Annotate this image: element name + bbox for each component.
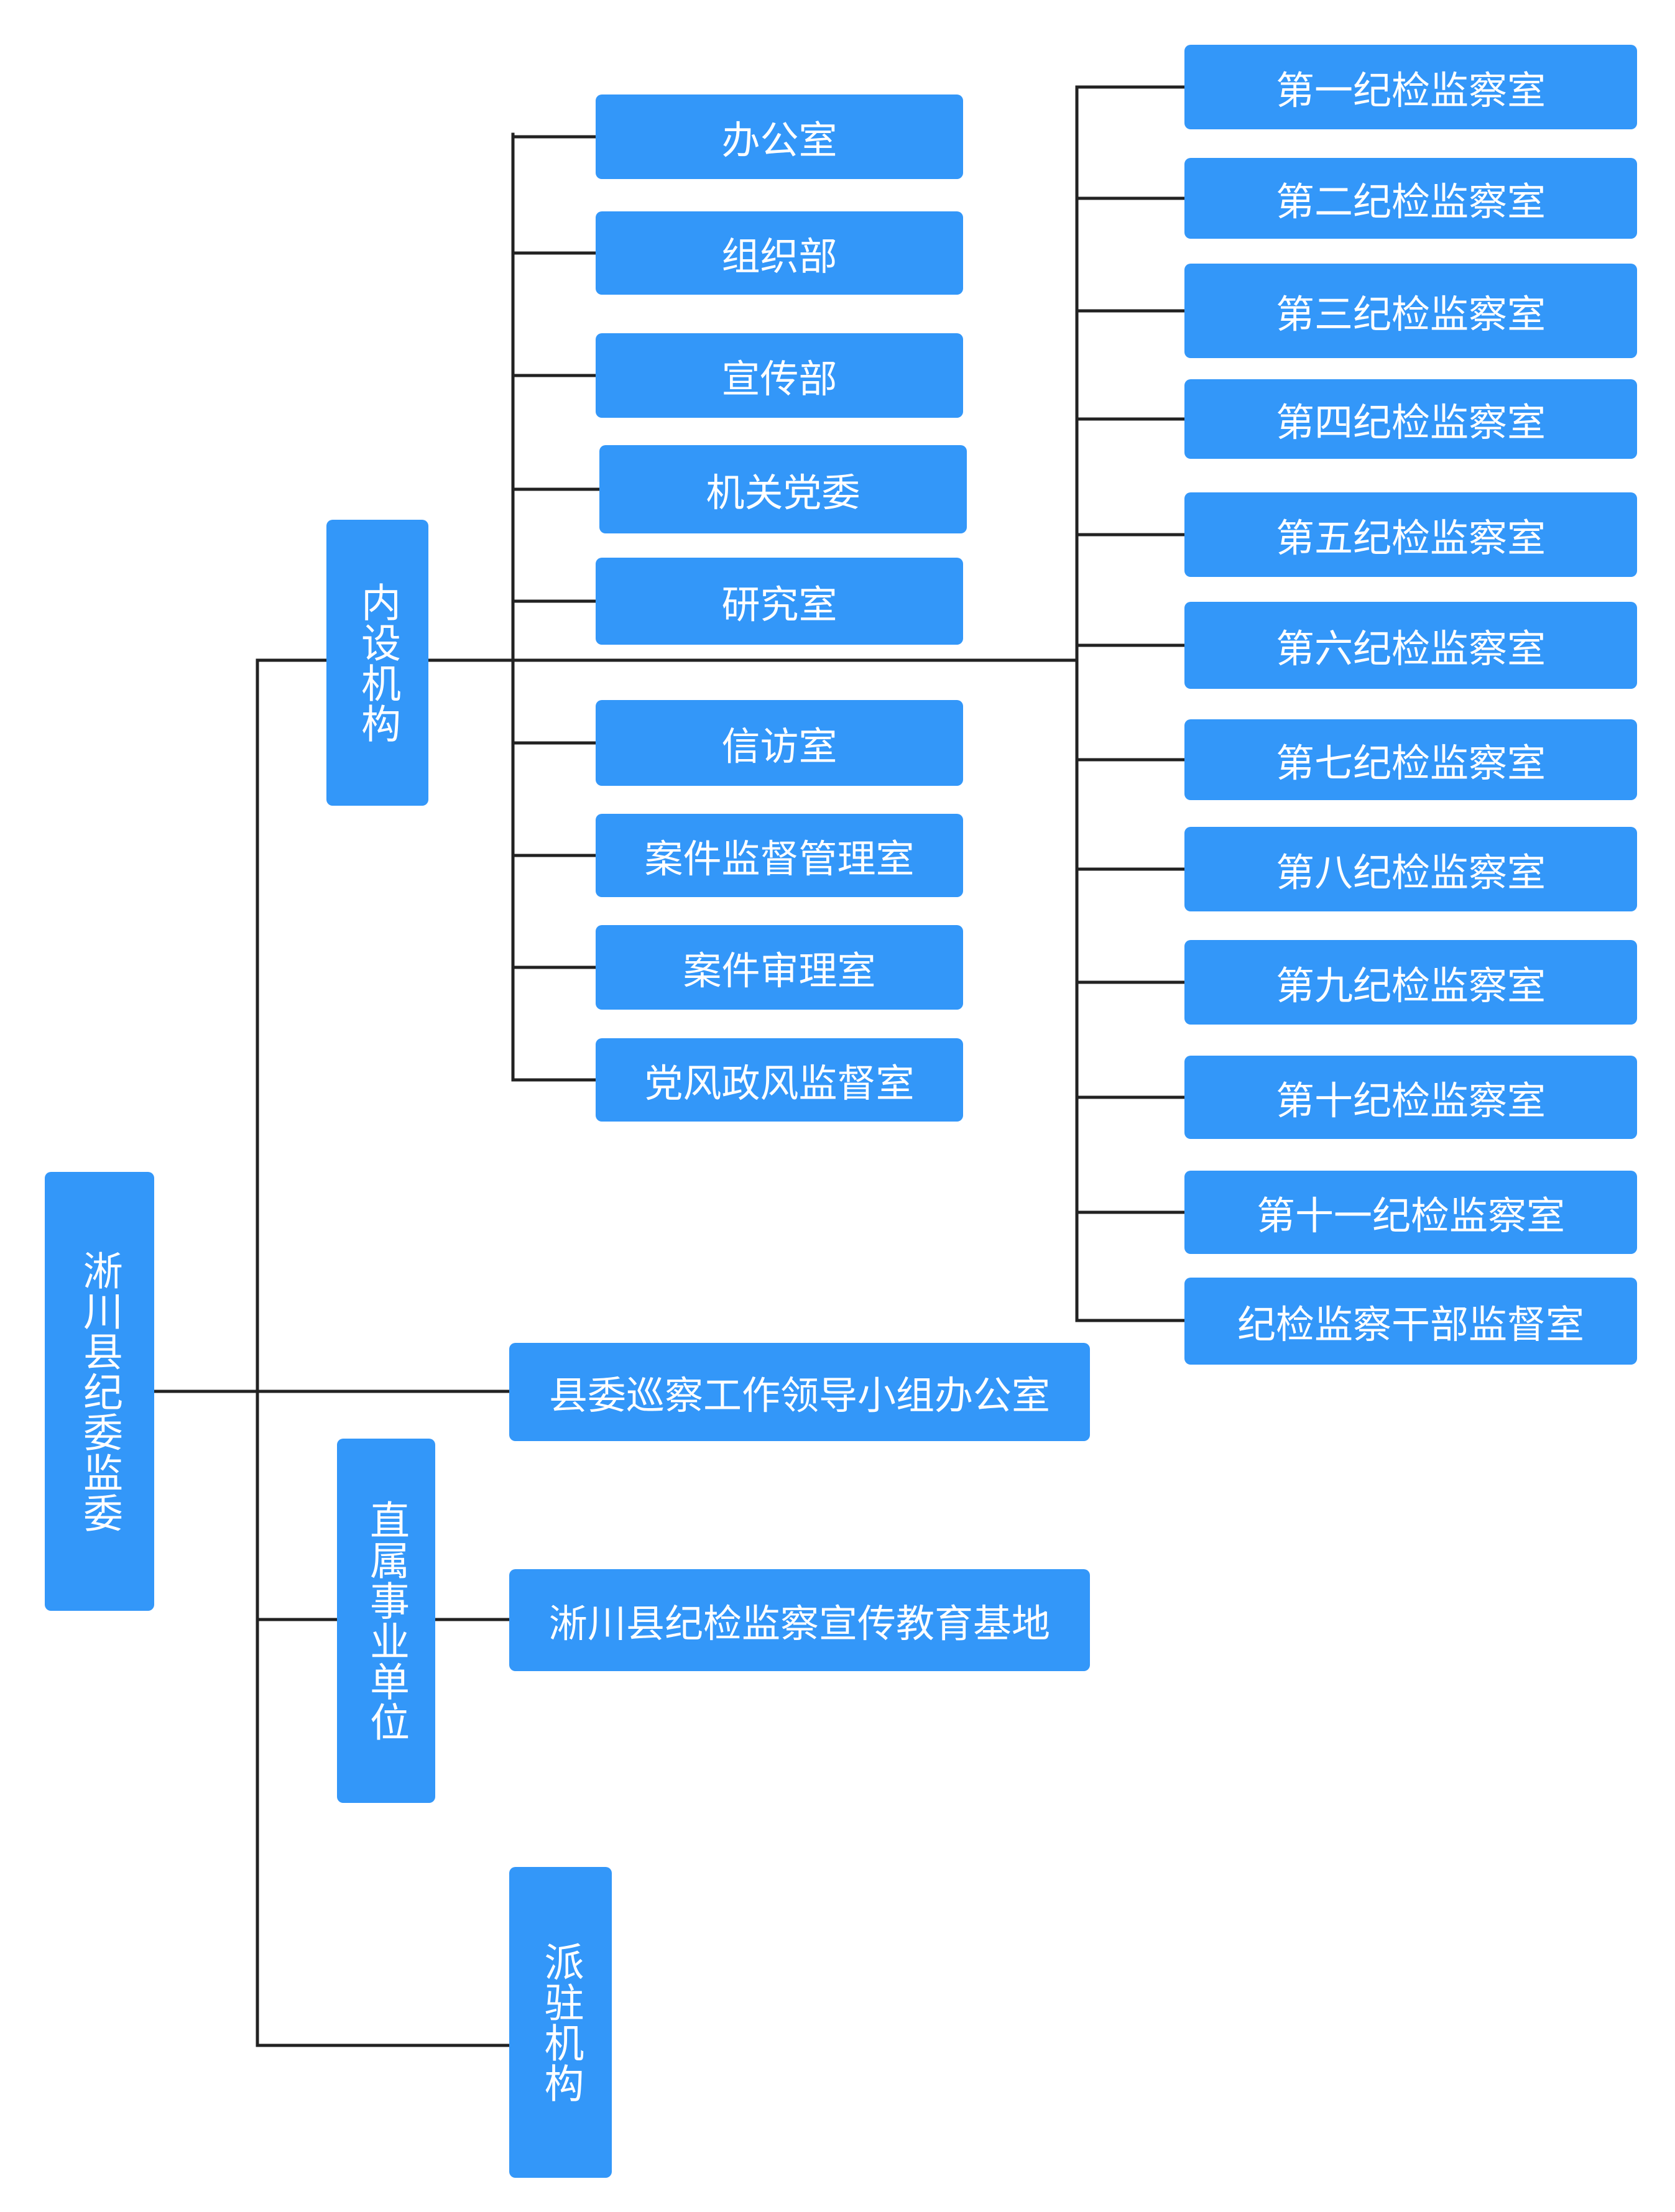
dept-inspection-10: 第十纪检监察室 <box>1184 1056 1637 1139</box>
dept-research: 研究室 <box>596 558 963 645</box>
dept-inspection-2: 第二纪检监察室 <box>1184 158 1637 239</box>
dept-inspection-11: 第十一纪检监察室 <box>1184 1171 1637 1254</box>
dept-party-committee: 机关党委 <box>599 445 967 533</box>
dept-publicity: 宣传部 <box>596 333 963 418</box>
dept-inspection-4: 第四纪检监察室 <box>1184 379 1637 459</box>
root-node: 淅川县纪委监委 <box>45 1172 154 1611</box>
dept-party-conduct: 党风政风监督室 <box>596 1038 963 1122</box>
dept-petitions: 信访室 <box>596 700 963 786</box>
dept-inspection-1: 第一纪检监察室 <box>1184 45 1637 129</box>
dept-inspection-7: 第七纪检监察室 <box>1184 719 1637 800</box>
dept-general-office: 办公室 <box>596 94 963 179</box>
affiliated-units-node: 直属事业单位 <box>337 1439 435 1803</box>
inspection-office-node: 县委巡察工作领导小组办公室 <box>509 1343 1090 1441</box>
internal-departments-node: 内设机构 <box>326 520 428 806</box>
dept-cadre-supervision: 纪检监察干部监督室 <box>1184 1278 1637 1365</box>
dept-case-review: 案件审理室 <box>596 925 963 1010</box>
dept-inspection-9: 第九纪检监察室 <box>1184 940 1637 1025</box>
dept-organization: 组织部 <box>596 211 963 295</box>
dept-case-supervision: 案件监督管理室 <box>596 814 963 897</box>
dept-inspection-5: 第五纪检监察室 <box>1184 492 1637 577</box>
dept-inspection-6: 第六纪检监察室 <box>1184 602 1637 689</box>
dispatched-agencies-node: 派驻机构 <box>509 1867 612 2178</box>
dept-inspection-3: 第三纪检监察室 <box>1184 264 1637 358</box>
dept-inspection-8: 第八纪检监察室 <box>1184 827 1637 911</box>
education-base-node: 淅川县纪检监察宣传教育基地 <box>509 1569 1090 1671</box>
